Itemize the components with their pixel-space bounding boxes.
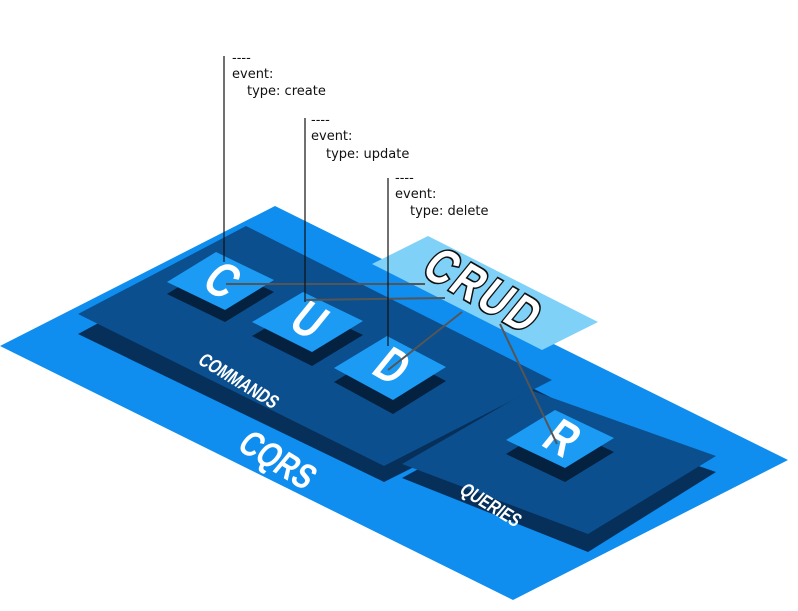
event-update-type: type: update: [326, 147, 409, 162]
event-create-sep: ----: [232, 51, 251, 66]
event-delete-type: type: delete: [410, 204, 489, 219]
connector-crud-u: [305, 297, 446, 301]
key-r-face: [506, 410, 614, 468]
event-update-head: event:: [311, 129, 352, 144]
connector-crud-d: [387, 311, 463, 371]
key-c-face: [167, 252, 274, 310]
event-create-head: event:: [232, 67, 273, 82]
event-update: ---- event: type: update: [311, 113, 409, 162]
event-create-type: type: create: [247, 84, 326, 99]
connector-crud-r: [499, 323, 558, 445]
event-update-sep: ----: [311, 113, 330, 128]
crud-plane: [372, 236, 598, 350]
connectors: [226, 283, 558, 445]
key-u-face: [252, 292, 363, 352]
event-create: ---- event: type: create: [232, 51, 326, 99]
event-leaders: [223, 56, 389, 346]
key-u: U: [252, 291, 363, 366]
key-c: C: [167, 251, 274, 322]
key-r: R: [506, 409, 614, 482]
event-delete: ---- event: type: delete: [395, 171, 489, 219]
event-delete-sep: ----: [395, 171, 414, 186]
event-delete-head: event:: [395, 187, 436, 202]
